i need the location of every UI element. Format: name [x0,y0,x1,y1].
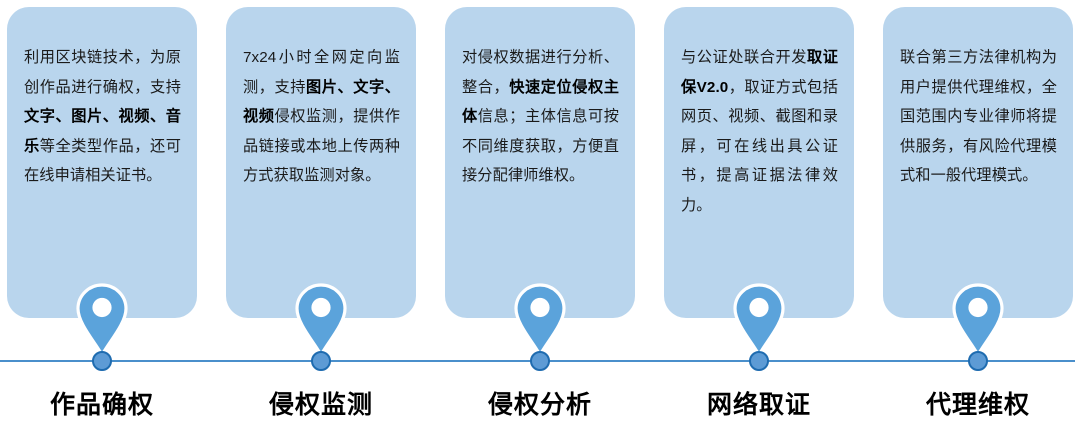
stage-description-run: 信息；主体信息可按不同维度获取，方便直接分配律师维权。 [462,108,619,184]
stage-description: 对侵权数据进行分析、整合，快速定位侵权主体信息；主体信息可按不同维度获取，方便直… [462,43,619,191]
stage-description-run: ，取证方式包括网页、视频、截图和录屏，可在线出具公证书，提高证据法律效力。 [681,78,838,214]
stage-card[interactable]: 对侵权数据进行分析、整合，快速定位侵权主体信息；主体信息可按不同维度获取，方便直… [445,7,635,318]
timeline-node-dot[interactable] [968,351,988,371]
map-pin-icon[interactable] [951,283,1005,355]
stage-description-run: 等全类型作品，还可在线申请相关证书。 [24,137,181,185]
stage-description-emphasis: 文字、图片、视频、音乐 [24,108,181,155]
stage-description: 与公证处联合开发取证保V2.0，取证方式包括网页、视频、截图和录屏，可在线出具公… [681,43,838,220]
stage-card[interactable]: 与公证处联合开发取证保V2.0，取证方式包括网页、视频、截图和录屏，可在线出具公… [664,7,854,318]
timeline-node-dot[interactable] [530,351,550,371]
timeline-node-dot[interactable] [749,351,769,371]
stage-card[interactable]: 利用区块链技术，为原创作品进行确权，支持文字、图片、视频、音乐等全类型作品，还可… [7,7,197,318]
map-pin-icon[interactable] [513,283,567,355]
map-pin-icon[interactable] [75,283,129,355]
timeline-node-dot[interactable] [311,351,331,371]
stage-card[interactable]: 联合第三方法律机构为用户提供代理维权，全国范围内专业律师将提供服务，有风险代理模… [883,7,1073,318]
stage-description-emphasis: 取证保V2.0 [681,49,838,96]
stage-description-run: 联合第三方法律机构为用户提供代理维权，全国范围内专业律师将提供服务，有风险代理模… [900,49,1057,184]
stage-description: 7x24小时全网定向监测，支持图片、文字、视频侵权监测，提供作品链接或本地上传两… [243,43,400,191]
stage-description-run: 7x24小时全网定向监测，支持 [243,49,400,96]
stage-description: 联合第三方法律机构为用户提供代理维权，全国范围内专业律师将提供服务，有风险代理模… [900,43,1057,191]
stage-description: 利用区块链技术，为原创作品进行确权，支持文字、图片、视频、音乐等全类型作品，还可… [24,43,181,191]
stage-card-layer: 利用区块链技术，为原创作品进行确权，支持文字、图片、视频、音乐等全类型作品，还可… [7,7,1073,318]
stage-description-emphasis: 图片、文字、视频 [243,78,400,126]
stage-title-5[interactable]: 代理维权 [925,391,1030,419]
stage-description-run: 利用区块链技术，为原创作品进行确权，支持 [24,49,181,96]
stage-title-1[interactable]: 作品确权 [49,391,154,419]
map-pin-icon[interactable] [732,283,786,355]
stage-description-run: 与公证处联合开发 [681,49,807,66]
stage-title-3[interactable]: 侵权分析 [487,391,592,419]
stage-description-emphasis: 快速定位侵权主体 [462,78,619,126]
stage-description-run: 对侵权数据进行分析、整合， [462,49,619,96]
stage-title-2[interactable]: 侵权监测 [268,391,373,419]
timeline-node-dot[interactable] [92,351,112,371]
stage-card[interactable]: 7x24小时全网定向监测，支持图片、文字、视频侵权监测，提供作品链接或本地上传两… [226,7,416,318]
stage-title-4[interactable]: 网络取证 [706,391,811,419]
stage-description-run: 侵权监测，提供作品链接或本地上传两种方式获取监测对象。 [243,108,400,184]
map-pin-icon[interactable] [294,283,348,355]
